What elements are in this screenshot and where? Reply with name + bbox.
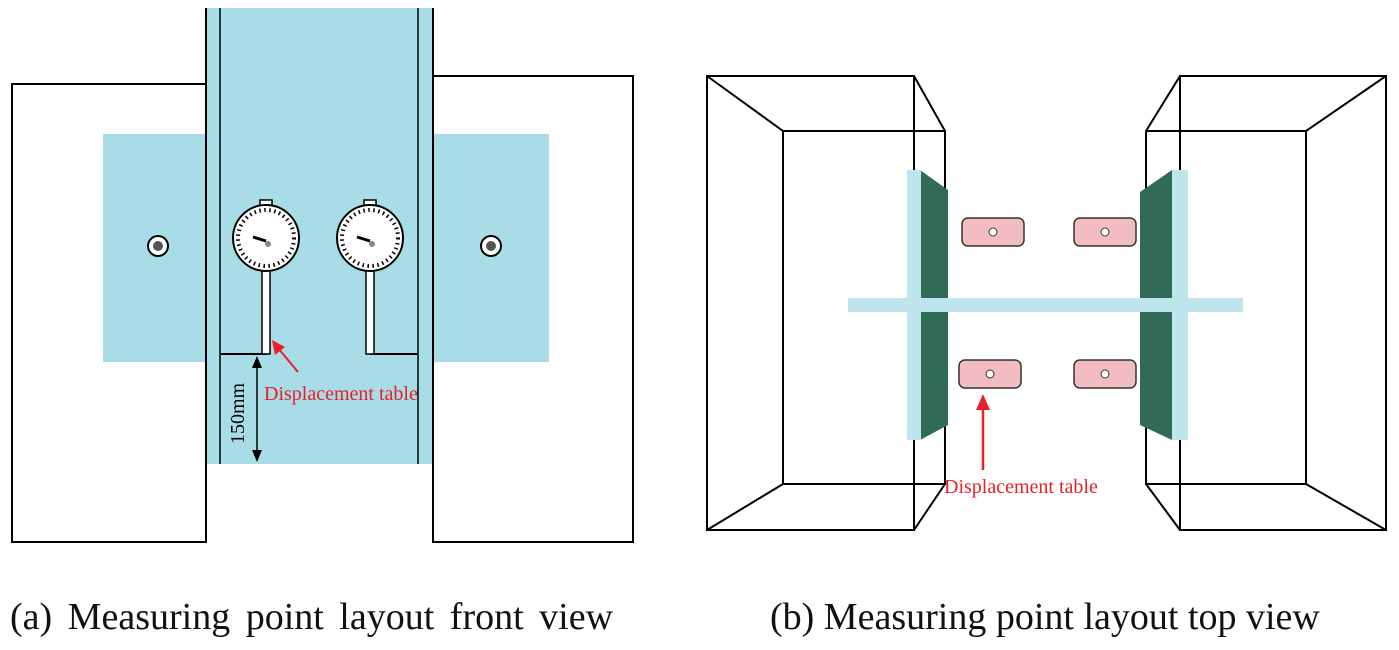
top-annotation-arrow	[976, 394, 990, 470]
top-view-panel: Displacement table	[706, 75, 1387, 531]
front-annotation-label: Displacement table	[264, 383, 418, 405]
right-bolt-icon	[480, 235, 502, 257]
horizontal-web	[848, 298, 1243, 312]
left-bolt-icon	[147, 235, 169, 257]
caption-front-view: (a) Measuring point layout front view	[10, 596, 614, 638]
front-annotation-arrow	[272, 340, 299, 373]
dimension-arrow	[252, 356, 262, 462]
top-annotation-label: Displacement table	[944, 476, 1098, 498]
gauge-top-right-icon	[1073, 217, 1137, 247]
front-view-panel: 150mm Displacement table	[11, 8, 634, 543]
dial-gauge-left-icon	[232, 199, 300, 355]
gauge-bottom-left-icon	[958, 359, 1022, 389]
dimension-label: 150mm	[227, 382, 249, 444]
gauge-top-left-icon	[961, 217, 1025, 247]
dial-gauge-right-icon	[336, 199, 404, 355]
caption-top-view: (b) Measuring point layout top view	[770, 596, 1320, 638]
gauge-bottom-right-icon	[1073, 359, 1137, 389]
